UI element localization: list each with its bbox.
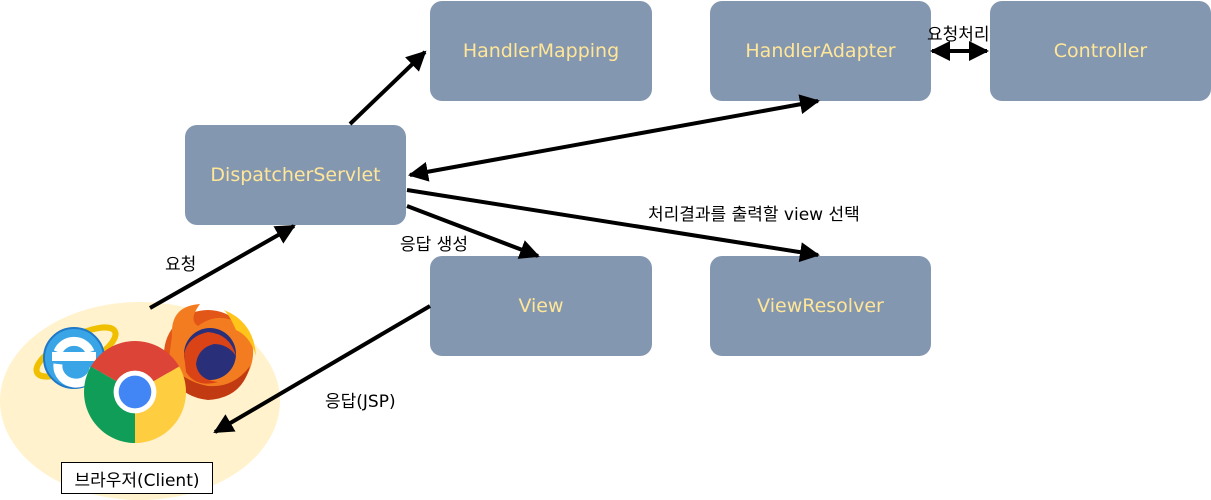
arrow-client-to-dispatcher (149, 224, 296, 310)
browser-client-label: 브라우저(Client) (61, 462, 213, 494)
view-resolver-label: ViewResolver (757, 295, 884, 317)
arrow-dispatcher-to-view-resolver (406, 188, 820, 263)
arrow-dispatcher-to-handler-mapping (348, 50, 427, 126)
firefox-icon (164, 304, 256, 400)
select-view-label: 처리결과를 출력할 view 선택 (648, 205, 860, 225)
dispatcher-servlet-box: DispatcherServlet (185, 125, 406, 225)
view-box: View (430, 256, 652, 356)
response-jsp-label: 응답(JSP) (325, 392, 396, 412)
dispatcher-servlet-label: DispatcherServlet (210, 164, 381, 186)
arrow-dispatcher-handler-adapter (408, 94, 820, 182)
view-resolver-box: ViewResolver (710, 256, 931, 356)
chrome-icon (84, 341, 186, 443)
arrow-view-to-client (213, 304, 432, 434)
arrow-dispatcher-to-view (406, 204, 540, 259)
controller-label: Controller (1053, 40, 1148, 62)
request-label: 요청 (165, 255, 197, 275)
handler-mapping-label: HandlerMapping (462, 40, 620, 62)
handler-adapter-label: HandlerAdapter (745, 40, 896, 62)
controller-box: Controller (990, 1, 1211, 101)
handler-adapter-box: HandlerAdapter (710, 1, 931, 101)
view-label: View (518, 295, 564, 317)
handler-mapping-box: HandlerMapping (430, 1, 652, 101)
request-processing-label: 요청처리 (927, 25, 990, 45)
response-generation-label: 응답 생성 (400, 235, 468, 255)
